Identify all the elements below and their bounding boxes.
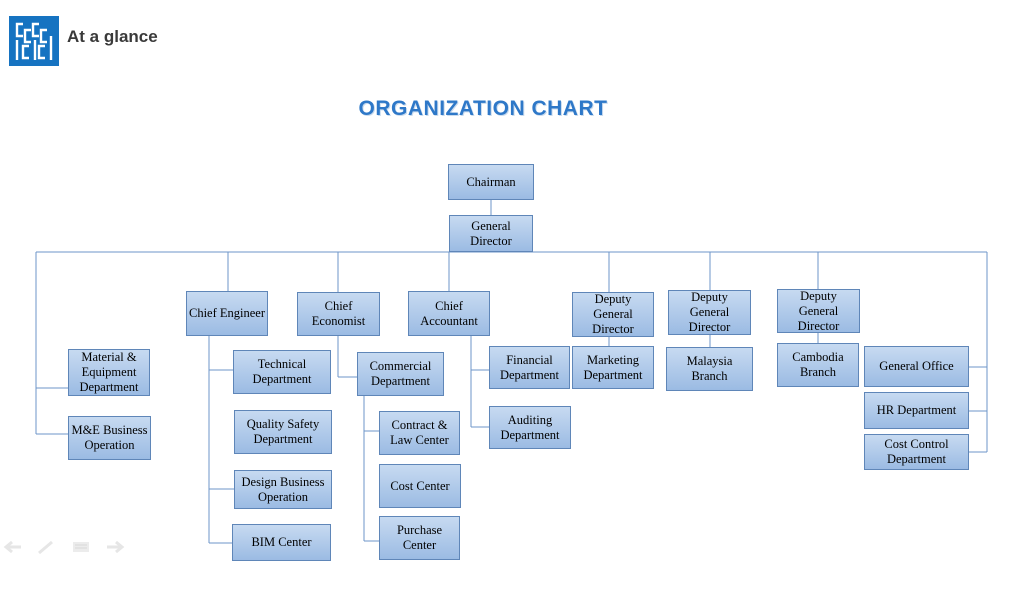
auditing-department-box: Auditing Department (489, 406, 571, 449)
deputy-general-director-box-2: Deputy General Director (668, 290, 751, 335)
chief-accountant-box: Chief Accountant (408, 291, 490, 336)
header-title: At a glance (67, 27, 158, 46)
material-equipment-department-box: Material & Equipment Department (68, 349, 150, 396)
commercial-department-box: Commercial Department (357, 352, 444, 396)
cambodia-branch-box: Cambodia Branch (777, 343, 859, 387)
chief-engineer-box: Chief Engineer (186, 291, 268, 336)
hr-department-box: HR Department (864, 392, 969, 429)
pen-icon (38, 540, 53, 555)
purchase-center-box: Purchase Center (379, 516, 460, 560)
deputy-general-director-box-1: Deputy General Director (572, 292, 654, 337)
financial-department-box: Financial Department (489, 346, 570, 389)
chart-title: ORGANIZATION CHART (358, 97, 608, 120)
design-business-operation-box: Design Business Operation (234, 470, 332, 509)
arrow-left-icon (3, 540, 21, 554)
me-business-operation-box: M&E Business Operation (68, 416, 151, 460)
deputy-general-director-box-3: Deputy General Director (777, 289, 860, 333)
company-logo (9, 16, 59, 66)
arrow-right-icon (107, 540, 125, 554)
contract-law-center-box: Contract & Law Center (379, 411, 460, 455)
cost-control-department-box: Cost Control Department (864, 434, 969, 470)
next-slide-button[interactable] (104, 537, 126, 557)
chairman-box: Chairman (448, 164, 534, 200)
prev-slide-button[interactable] (2, 537, 24, 557)
pen-tool-button[interactable] (35, 537, 57, 557)
menu-icon (73, 542, 89, 552)
technical-department-box: Technical Department (233, 350, 331, 394)
malaysia-branch-box: Malaysia Branch (666, 347, 753, 391)
bim-center-box: BIM Center (232, 524, 331, 561)
marketing-department-box: Marketing Department (572, 346, 654, 389)
cost-center-box: Cost Center (379, 464, 461, 508)
chief-economist-box: Chief Economist (297, 292, 380, 336)
general-director-box: General Director (449, 215, 533, 252)
general-office-box: General Office (864, 346, 969, 387)
slide-menu-button[interactable] (70, 537, 92, 557)
quality-safety-department-box: Quality Safety Department (234, 410, 332, 454)
